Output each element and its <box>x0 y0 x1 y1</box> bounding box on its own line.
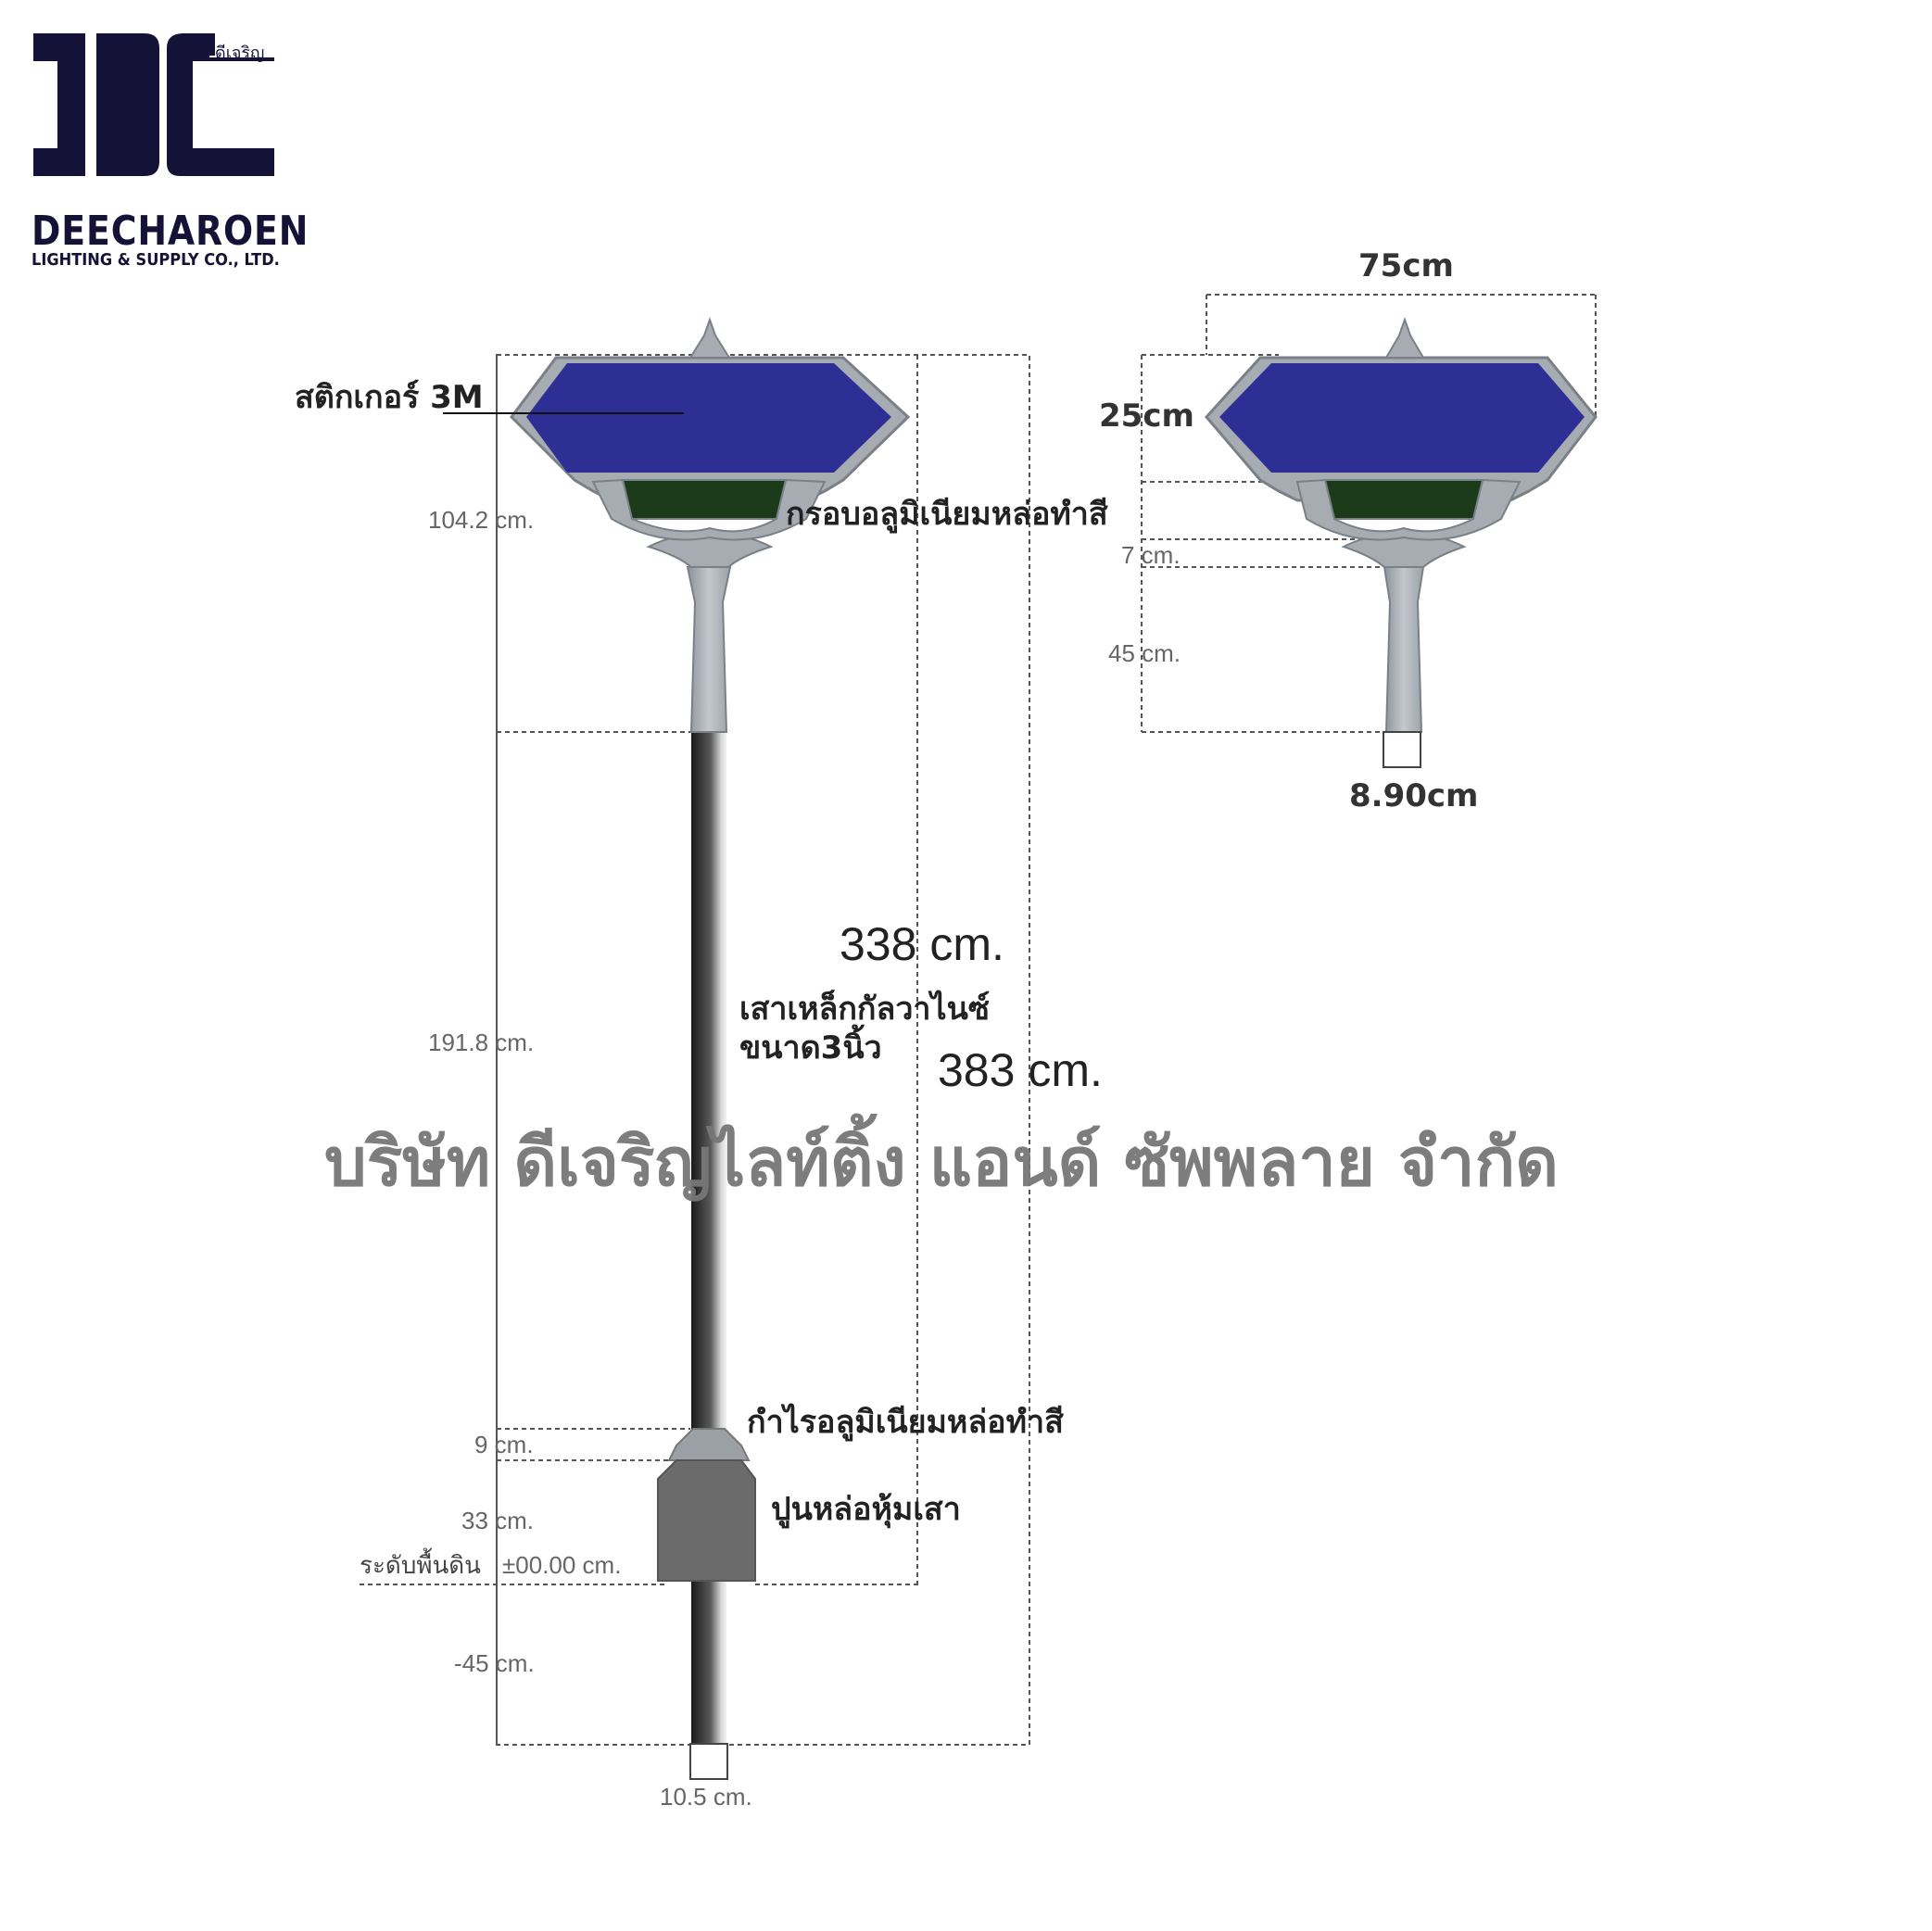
dim-below-ground: -45 cm. <box>454 1649 535 1677</box>
side-sign-panel <box>1219 363 1585 473</box>
base-label: ปูนหล่อหุ้มเสา <box>771 1491 961 1528</box>
side-neck: 7 cm. <box>1121 541 1181 569</box>
collar <box>667 1428 751 1461</box>
side-lower-frame <box>1295 478 1522 541</box>
finial <box>688 316 731 359</box>
dim-base: 33 cm. <box>461 1507 535 1534</box>
dim-head: 104.2 cm. <box>428 506 535 534</box>
dim-pole: 191.8 cm. <box>428 1029 535 1056</box>
front-view <box>360 316 1030 1780</box>
pole-bottom-cap <box>689 1743 728 1780</box>
logo-c-mark <box>167 33 274 176</box>
pole-label-line2: ขนาด3นิ้ว <box>739 1029 882 1066</box>
side-pole-cap <box>1383 731 1421 768</box>
company-watermark: บริษัท ดีเจริญไลท์ติ้ง แอนด์ ซัพพลาย จำก… <box>324 1123 1559 1201</box>
pole-label-line1: เสาเหล็กกัลวาไนซ์ <box>739 991 990 1028</box>
arm <box>686 566 732 733</box>
dim-collar: 9 cm. <box>474 1431 534 1458</box>
side-frame-panel <box>1323 479 1484 520</box>
logo-thai-name: ดีเจริญ <box>215 44 265 63</box>
concrete-base <box>657 1459 756 1582</box>
logo-bar <box>193 57 274 61</box>
dim-total-height: 383 cm. <box>938 1044 1103 1096</box>
dim-ground: ±00.00 cm. <box>502 1551 622 1579</box>
sign-panel <box>526 363 891 473</box>
logo-company-subtitle: LIGHTING & SUPPLY CO., LTD. <box>32 250 280 270</box>
sticker-label: สติกเกอร์ 3M <box>295 379 484 416</box>
pole <box>691 732 726 1744</box>
side-arm <box>1383 566 1425 733</box>
lower-frame <box>591 478 827 541</box>
side-sign-height: 25cm <box>1099 398 1194 435</box>
company-logo <box>33 33 274 176</box>
dim-above-ground-total: 338 cm. <box>840 918 1004 970</box>
ground-label: ระดับพื้นดิน <box>360 1551 481 1579</box>
frame-label: กรอบอลูมิเนียมหล่อทำสี <box>786 496 1108 533</box>
collar-label: กำไรอลูมิเนียมหล่อทำสี <box>747 1404 1064 1441</box>
dimension-lines <box>360 354 1030 1746</box>
dim-pole-width: 10.5 cm. <box>660 1783 752 1811</box>
frame-panel <box>621 479 788 520</box>
side-pole-width: 8.90cm <box>1349 777 1479 814</box>
side-view <box>1141 294 1597 768</box>
side-finial <box>1384 316 1425 359</box>
side-width: 75cm <box>1358 247 1454 284</box>
logo-d-mark <box>33 33 159 176</box>
side-arm-length: 45 cm. <box>1108 639 1181 667</box>
logo-company-name: DEECHAROEN <box>32 208 309 255</box>
